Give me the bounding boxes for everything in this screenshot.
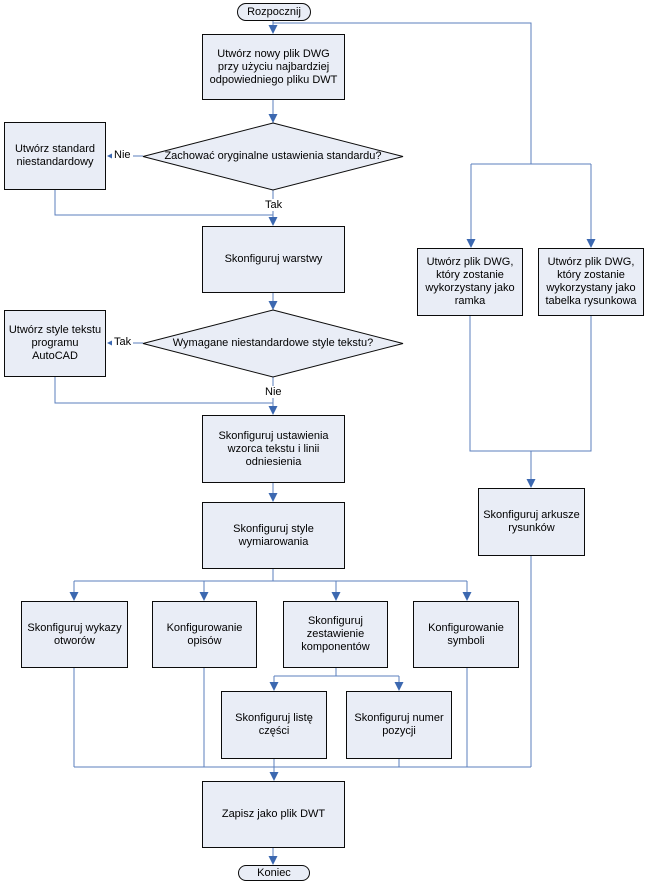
- edge-dim-styles-fanout: [69, 569, 472, 601]
- edge-text-styles-rejoin: [54, 377, 273, 404]
- node-save-dwt: Zapisz jako plik DWT: [202, 781, 345, 848]
- edge-custom-standard-rejoin: [54, 190, 273, 216]
- edge-label-tak-1: Tak: [263, 199, 285, 211]
- node-configure-sheets: Skonfiguruj arkusze rysunków: [478, 488, 585, 556]
- edge-label-tak-2: Tak: [112, 336, 134, 348]
- node-configure-dim-styles: Skonfiguruj style wymiarowania: [202, 502, 345, 569]
- edge-label-nie-1: Nie: [112, 149, 133, 161]
- node-custom-standard: Utwórz standard niestandardowy: [4, 122, 106, 190]
- edge-frame-titleblock-to-sheets: [469, 316, 592, 488]
- end-terminator: Koniec: [238, 865, 310, 881]
- edge-label-nie-2: Nie: [263, 386, 284, 398]
- node-dwg-frame: Utwórz plik DWG, który zostanie wykorzys…: [417, 248, 523, 316]
- node-create-text-styles: Utwórz style tekstu programu AutoCAD: [4, 310, 106, 377]
- edge-merge-to-save: [73, 556, 532, 781]
- decision-text-styles-label: Wymagane niestandardowe style tekstu?: [172, 337, 374, 349]
- node-configure-hole-charts: Skonfiguruj wykazy otworów: [21, 601, 128, 668]
- decision-diamonds: [142, 122, 404, 378]
- decision-text-styles-shape: [142, 309, 404, 378]
- node-configure-parts-list: Skonfiguruj listę części: [221, 691, 327, 759]
- node-configure-layers: Skonfiguruj warstwy: [202, 226, 345, 293]
- node-configure-text-leader: Skonfiguruj ustawienia wzorca tekstu i l…: [202, 415, 345, 483]
- start-terminator: Rozpocznij: [237, 3, 311, 21]
- node-dwg-title-block: Utwórz plik DWG, który zostanie wykorzys…: [538, 248, 644, 316]
- node-configure-symbols: Konfigurowanie symboli: [413, 601, 519, 668]
- edge-components-fanout: [269, 668, 404, 691]
- node-create-dwg: Utwórz nowy plik DWG przy użyciu najbard…: [202, 34, 345, 100]
- edge-start-to-right-branch: [273, 22, 596, 248]
- decision-keep-standard-label: Zachować oryginalne ustawienia standardu…: [164, 150, 382, 162]
- decision-keep-standard-shape: [142, 122, 404, 191]
- node-configure-notes: Konfigurowanie opisów: [152, 601, 257, 668]
- node-configure-balloon: Skonfiguruj numer pozycji: [346, 691, 452, 759]
- node-configure-components: Skonfiguruj zestawienie komponentów: [283, 601, 388, 668]
